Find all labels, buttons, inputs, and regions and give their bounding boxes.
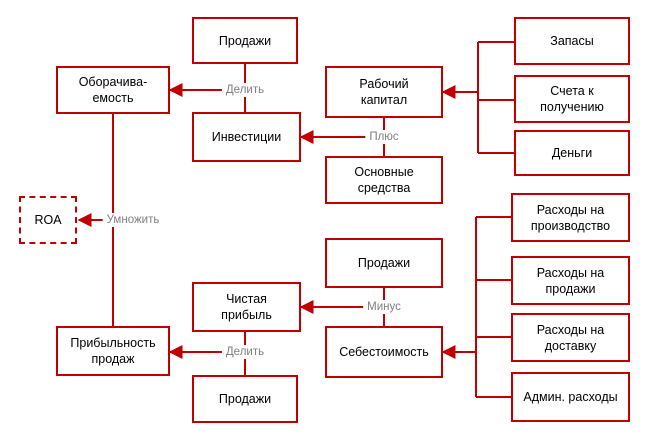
node-roa-label: ROA [34,213,62,227]
node-inventory-label: Запасы [550,34,594,48]
node-delivery-costs: Расходы на доставку [511,313,630,362]
node-sales-mid-label: Продажи [357,256,411,270]
node-admin-costs-label: Админ. расходы [523,390,618,404]
node-investments-label: Инвестиции [211,130,282,144]
node-cash: Деньги [514,130,630,176]
operator-divide-bottom: Делить [221,345,269,359]
node-sales-bottom: Продажи [192,375,298,423]
node-production-costs-label: Расходы на производство [530,202,611,233]
node-receivables: Счета к получению [514,75,630,123]
node-sales-bottom-label: Продажи [218,392,272,406]
node-production-costs: Расходы на производство [511,193,630,242]
node-sales-top-label: Продажи [218,33,272,48]
node-fixed-assets: Основные средства [325,156,443,204]
node-net-profit-label: Чистая прибыль [221,292,272,322]
node-sales-top: Продажи [192,17,298,64]
node-turnover: Оборачива- емость [56,66,170,114]
node-cogs-label: Себестоимость [339,345,429,359]
node-sales-mid: Продажи [325,238,443,288]
node-investments: Инвестиции [192,112,301,162]
node-profitability: Прибыльность продаж [56,326,170,376]
node-roa: ROA [19,196,77,244]
node-delivery-costs-label: Расходы на доставку [536,322,605,353]
operator-multiply: Умножить [102,213,164,227]
operator-divide-top: Делить [221,83,269,97]
node-fixed-assets-label: Основные средства [354,165,414,195]
node-admin-costs: Админ. расходы [511,372,630,422]
node-net-profit: Чистая прибыль [192,282,301,332]
node-selling-costs-label: Расходы на продажи [536,265,605,296]
node-profitability-label: Прибыльность продаж [70,336,156,366]
node-cash-label: Деньги [551,146,593,160]
node-inventory: Запасы [514,17,630,65]
node-working-capital-label: Рабочий капитал [359,77,409,107]
operator-minus: Минус [363,300,405,314]
node-turnover-label: Оборачива- емость [78,75,148,105]
node-receivables-label: Счета к получению [540,84,604,114]
node-cogs: Себестоимость [325,326,443,378]
node-selling-costs: Расходы на продажи [511,256,630,305]
node-working-capital: Рабочий капитал [325,66,443,118]
operator-plus: Плюс [365,130,403,144]
